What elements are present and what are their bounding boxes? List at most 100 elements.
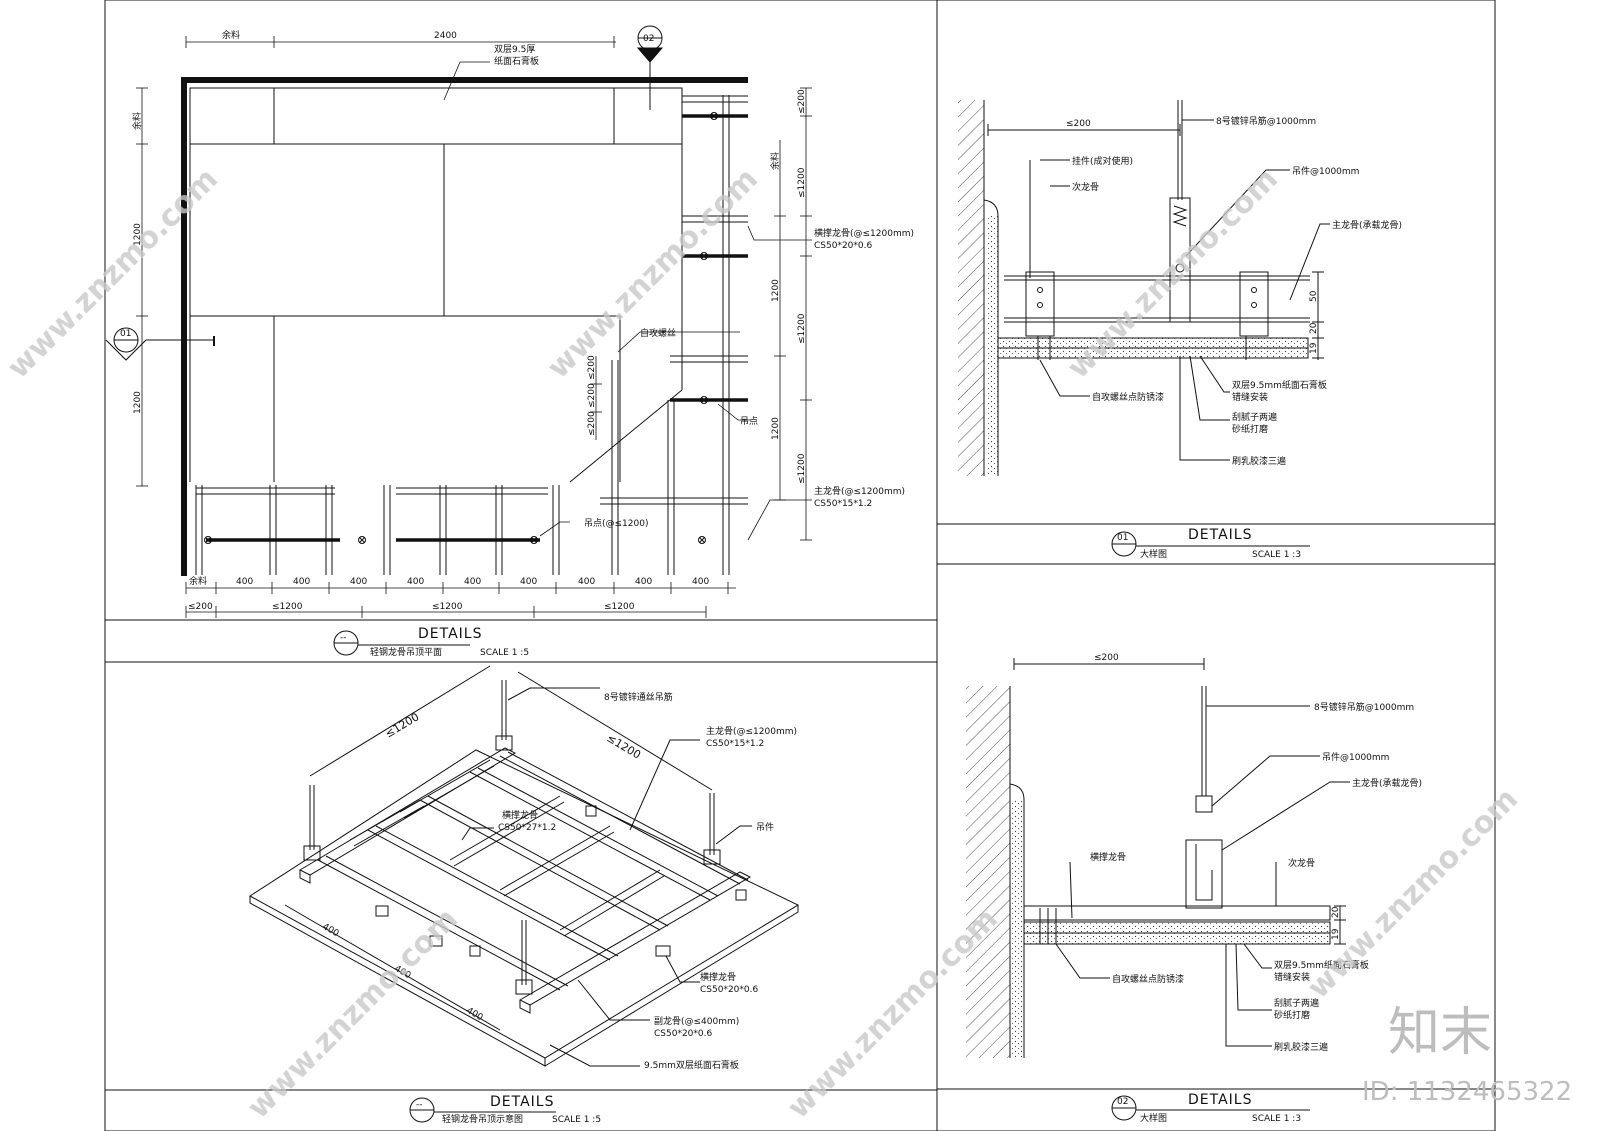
d2-details-title: DETAILS — [1188, 1092, 1252, 1108]
dim-bottom-6: 400 — [520, 577, 537, 587]
brace-keel-1: 横撑龙骨(@≤1200mm) — [814, 227, 914, 239]
iso-hanger: 吊件 — [756, 821, 774, 833]
d1-rod: 8号镀锌吊筋@1000mm — [1216, 115, 1316, 127]
dim-right-b: ≤1200 — [797, 167, 807, 198]
d2-brace-keel: 横撑龙骨 — [1090, 851, 1126, 863]
d1-putty-1: 刮腻子两遍 — [1232, 411, 1277, 423]
d2-rod: 8号镀锌吊筋@1000mm — [1314, 701, 1414, 713]
plan-detail-no: -- — [340, 633, 347, 643]
iso-board: 9.5mm双层纸面石膏板 — [644, 1059, 739, 1071]
board-note-2: 纸面石膏板 — [494, 55, 539, 67]
iso-text: ≤1200 ≤1200 8号镀锌通丝吊筋 主龙骨(@≤1200mm) CS50*… — [321, 691, 798, 1071]
main-keel-2: CS50*15*1.2 — [814, 499, 872, 509]
d2-dim-20: 20 — [1331, 906, 1341, 918]
dim-bottom2-d: ≤1200 — [604, 602, 635, 612]
iso-view — [249, 665, 800, 1067]
d1-detail-no: 01 — [1117, 533, 1128, 543]
dim-bottom2-b: ≤1200 — [272, 602, 303, 612]
d2-board-1: 双层9.5mm纸面石膏板 — [1274, 959, 1369, 971]
detail1-view — [958, 100, 1330, 476]
screw-dim-1: ≤200 — [587, 355, 597, 380]
iso-brace2-2: CS50*20*0.6 — [700, 985, 758, 995]
sheet-frames — [104, 0, 1496, 1131]
detail1-title-block: 01 DETAILS 大样图 SCALE 1 :3 — [1111, 527, 1310, 560]
iso-main-1: 主龙骨(@≤1200mm) — [706, 725, 797, 737]
dim-bottom-7: 400 — [578, 577, 595, 587]
d2-sub-keel: 次龙骨 — [1288, 857, 1315, 869]
d1-paint: 刷乳胶漆三遍 — [1232, 455, 1286, 467]
dim-right-rest: 余料 — [769, 152, 781, 170]
screw-note: 自攻螺丝 — [640, 327, 676, 339]
detail1-text: ≤200 8号镀锌吊筋@1000mm 挂件(成对使用) 次龙骨 吊件@1000m… — [1066, 115, 1402, 467]
dim-bottom-2: 400 — [293, 577, 310, 587]
board-note-1: 双层9.5厚 — [494, 44, 535, 55]
watermark-site-6: www.znzmo.com — [1301, 782, 1525, 1006]
d2-board-2: 错缝安装 — [1274, 971, 1310, 983]
d2-dim-top: ≤200 — [1094, 653, 1119, 663]
dim-left-2: 1200 — [133, 391, 143, 414]
dim-bottom-rest: 余料 — [189, 575, 207, 587]
d1-hanger: 吊件@1000mm — [1292, 165, 1359, 177]
d1-name: 大样图 — [1140, 548, 1167, 560]
watermark-site-1: www.znzmo.com — [1, 162, 225, 386]
dim-bottom-3: 400 — [350, 577, 367, 587]
screw-dim-2: ≤200 — [587, 383, 597, 408]
watermark-id: ID: 1132465322 — [1362, 1077, 1572, 1107]
dim-bottom2-c: ≤1200 — [432, 602, 463, 612]
iso-brace-1: 横撑龙骨 — [502, 809, 538, 821]
iso-brace2-1: 横撑龙骨 — [700, 971, 736, 983]
detail2-title-block: 02 DETAILS 大样图 SCALE 1 :3 — [1111, 1092, 1310, 1124]
d1-dim-19: 19 — [1309, 342, 1319, 354]
d1-screw: 自攻螺丝点防锈漆 — [1092, 391, 1164, 403]
d2-name: 大样图 — [1140, 1112, 1167, 1124]
dim-2400: 2400 — [434, 31, 457, 41]
d2-main-keel: 主龙骨(承载龙骨) — [1352, 777, 1422, 789]
iso-brace-2: CS50*27*1.2 — [498, 823, 556, 833]
detail2-text: ≤200 8号镀锌吊筋@1000mm 吊件@1000mm 主龙骨(承载龙骨) 横… — [1090, 653, 1422, 1053]
d1-putty-2: 砂纸打磨 — [1232, 423, 1268, 435]
screw-dim-3: ≤200 — [587, 411, 597, 436]
dim-right-d: ≤1200 — [797, 313, 807, 344]
iso-scale: SCALE 1 :5 — [552, 1115, 601, 1125]
d2-screw: 自攻螺丝点防锈漆 — [1112, 973, 1184, 985]
dim-bottom2-a: ≤200 — [188, 602, 213, 612]
d2-dim-19: 19 — [1331, 928, 1341, 940]
plan-text: 余料 2400 双层9.5厚 纸面石膏板 02 01 余料 1200 1200 … — [120, 29, 914, 612]
d1-main-keel: 主龙骨(承载龙骨) — [1332, 219, 1402, 231]
iso-name: 轻钢龙骨吊顶示意图 — [442, 1113, 523, 1125]
d1-dim-top: ≤200 — [1066, 119, 1091, 129]
d1-sub-keel: 次龙骨 — [1072, 181, 1099, 193]
dim-right-f: ≤1200 — [797, 453, 807, 484]
d1-clip: 挂件(成对使用) — [1072, 155, 1133, 167]
brace-keel-2: CS50*20*0.6 — [814, 241, 872, 251]
d1-dim-50: 50 — [1309, 290, 1319, 302]
dim-bottom-9: 400 — [692, 577, 709, 587]
iso-sub-1: 副龙骨(@≤400mm) — [654, 1015, 739, 1027]
plan-view — [105, 25, 812, 618]
watermark-site-4: www.znzmo.com — [241, 902, 465, 1126]
dim-bottom-4: 400 — [407, 577, 424, 587]
plan-details-title: DETAILS — [418, 626, 482, 642]
dim-bottom-1: 400 — [236, 577, 253, 587]
d2-putty-1: 刮腻子两遍 — [1274, 997, 1319, 1009]
watermark-brand-text: 知末 — [1388, 1003, 1492, 1063]
watermark-site-2: www.znzmo.com — [541, 162, 765, 386]
hang-point-2: 吊点(@≤1200) — [584, 518, 648, 529]
dim-left-rest: 余料 — [131, 112, 143, 130]
dim-bottom-8: 400 — [635, 577, 652, 587]
d2-putty-2: 砂纸打磨 — [1274, 1009, 1310, 1021]
d1-board-1: 双层9.5mm纸面石膏板 — [1232, 379, 1327, 391]
section-01-label: 01 — [120, 329, 131, 339]
iso-detail-no: -- — [416, 1100, 423, 1110]
d1-details-title: DETAILS — [1188, 527, 1252, 543]
dim-left-1: 1200 — [133, 223, 143, 246]
main-keel-1: 主龙骨(@≤1200mm) — [814, 485, 905, 497]
iso-d3: 400 — [465, 1006, 485, 1023]
dim-bottom-5: 400 — [464, 577, 481, 587]
iso-details-title: DETAILS — [490, 1094, 554, 1110]
detail2-view — [966, 658, 1350, 1058]
d2-paint: 刷乳胶漆三遍 — [1274, 1041, 1328, 1053]
iso-title-block: -- DETAILS 轻钢龙骨吊顶示意图 SCALE 1 :5 — [409, 1094, 601, 1125]
d1-board-2: 错缝安装 — [1232, 391, 1268, 403]
